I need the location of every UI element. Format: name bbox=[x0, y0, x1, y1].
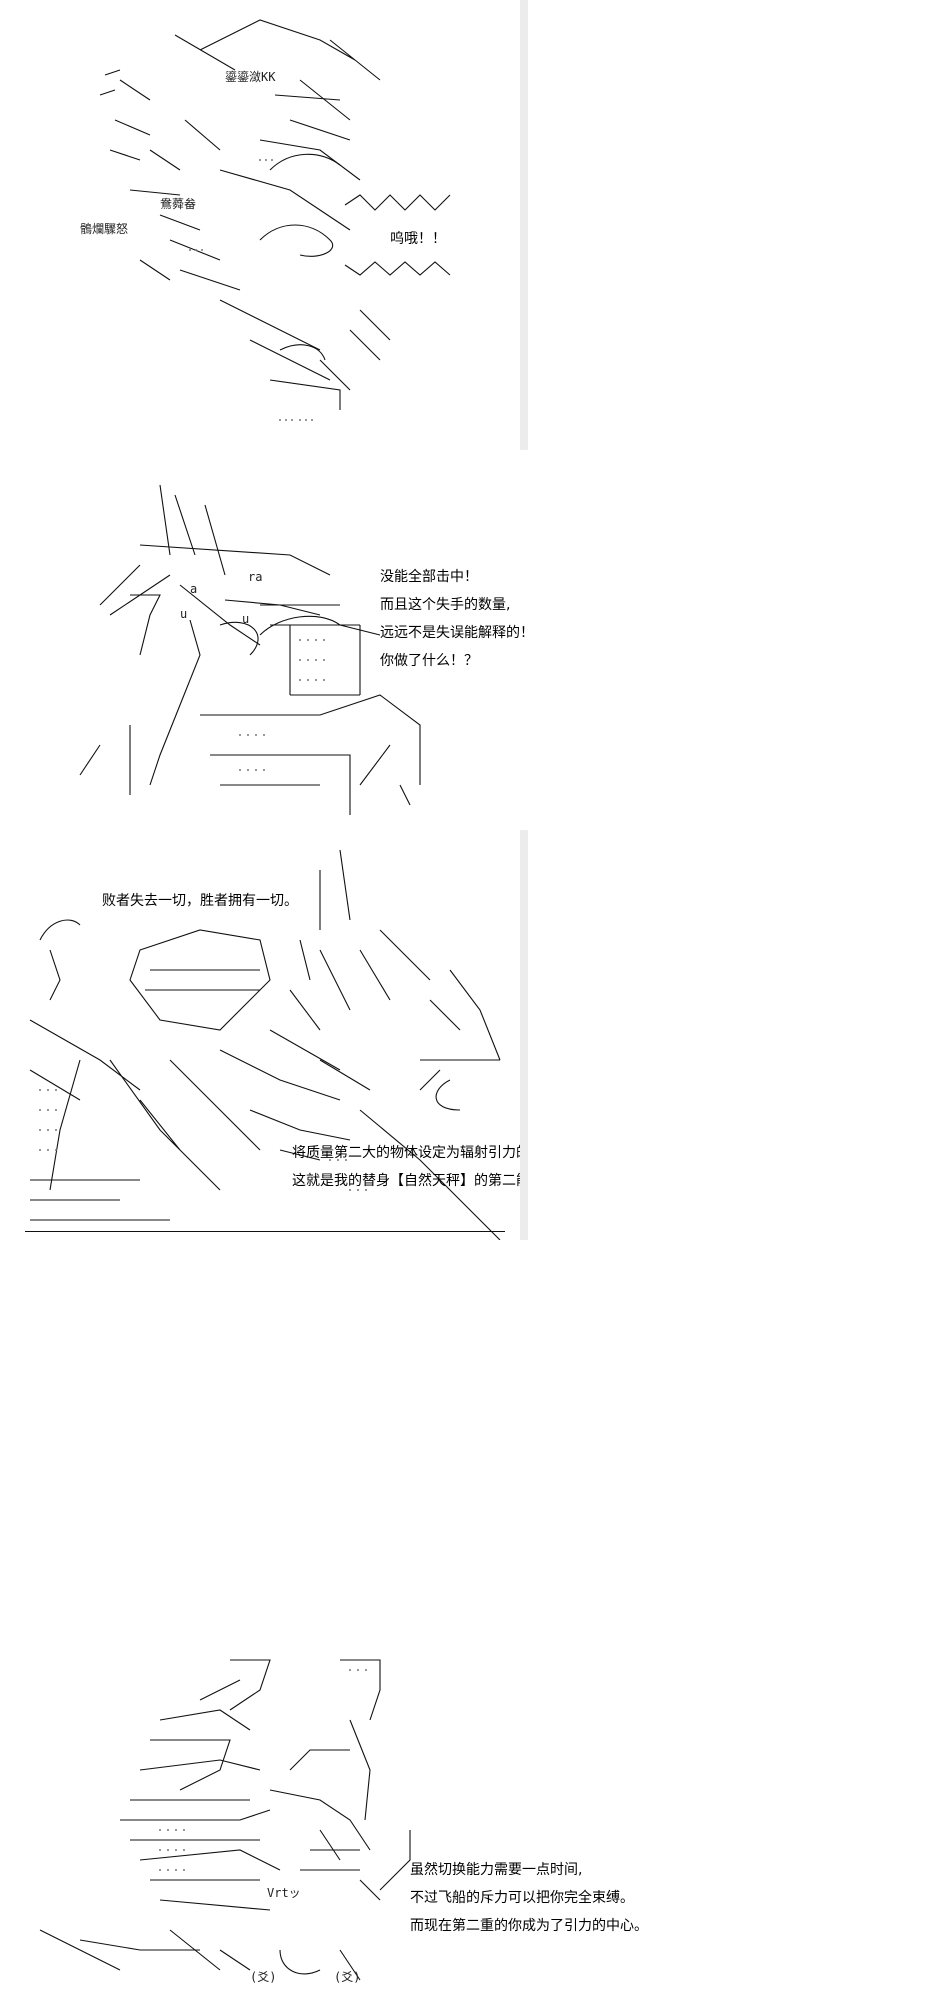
dialogue-line: 你做了什么！？ bbox=[380, 653, 478, 669]
panel-1: 鎏鎏潋KK 鶻爛驟怒 鴦蕣畚 呜哦！！ bbox=[20, 0, 520, 450]
aa-glyph-text: u bbox=[242, 612, 250, 626]
dialogue-line: 而且这个失手的数量, bbox=[380, 597, 511, 613]
dialogue-line: 不过飞船的斥力可以把你完全束缚。 bbox=[410, 1890, 634, 1906]
dialogue-line: 而现在第二重的你成为了引力的中心。 bbox=[410, 1918, 640, 1934]
panel-3: 败者失去一切，胜者拥有一切。 将质量第二大的物体设定为辐射引力的目标, 这就是我… bbox=[20, 830, 520, 1240]
aa-glyph-text: (爻) bbox=[250, 1970, 277, 1984]
aa-glyph-text: u bbox=[180, 607, 188, 621]
aa-glyph-text: 鴦蕣畚 bbox=[160, 197, 197, 211]
dialogue-line: 败者失去一切，胜者拥有一切。 bbox=[102, 893, 298, 909]
panel-4-ascii-art bbox=[39, 1659, 411, 1981]
dialogue-line: 没能全部击中！ bbox=[380, 569, 478, 585]
panel-3-baseline bbox=[25, 1231, 505, 1232]
aa-glyph-text: Vrtッ bbox=[267, 1886, 301, 1900]
aa-glyph-text: (爻) bbox=[334, 1970, 361, 1984]
panel-1-ascii-art bbox=[99, 19, 451, 421]
dialogue-line: 虽然切换能力需要一点时间, bbox=[410, 1862, 583, 1878]
dialogue-line: 这就是我的替身【自然天秤】的第二能力！ bbox=[292, 1173, 520, 1189]
dialogue-line: 将质量第二大的物体设定为辐射引力的目标, bbox=[292, 1145, 520, 1161]
panel-4: Vrtッ (爻) (爻) 虽然切换能力需要一点时间, 不过飞船的斥力可以把你完全… bbox=[20, 1650, 640, 1995]
aa-glyph-text: ra bbox=[248, 570, 263, 584]
aa-glyph-text: a bbox=[190, 582, 198, 596]
dialogue-line: 远远不是失误能解释的！ bbox=[380, 625, 534, 641]
panel-2: a ra u u 没能全部击中！ 而且这个失手的数量, 远远不是失误能解释的！ … bbox=[20, 455, 560, 820]
aa-glyph-text: 鎏鎏潋KK bbox=[225, 70, 276, 84]
shout-text: 呜哦！！ bbox=[390, 231, 446, 247]
panel-2-ascii-art bbox=[79, 484, 421, 815]
aa-glyph-text: 鶻爛驟怒 bbox=[80, 222, 129, 236]
panel-3-ascii-art bbox=[29, 849, 501, 1240]
